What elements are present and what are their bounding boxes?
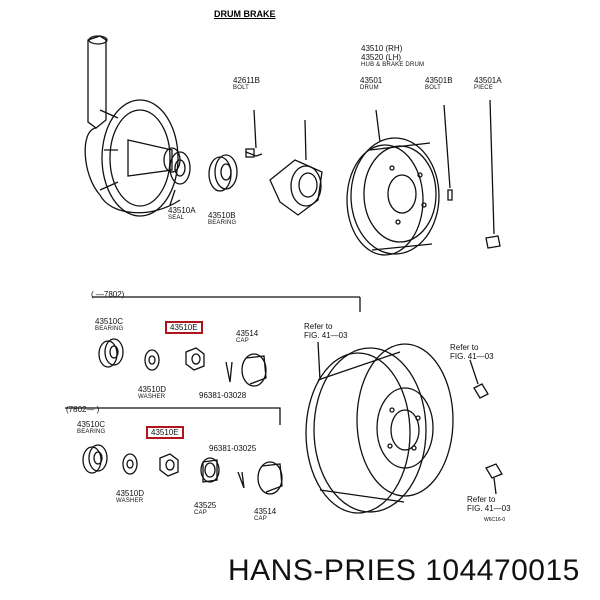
part-number: 43501	[360, 76, 383, 85]
cap-43525	[200, 457, 220, 483]
part-desc: BOLT	[425, 85, 442, 91]
figure-code: W6C16-0	[484, 517, 506, 523]
nut-43510e-bottom	[159, 453, 179, 477]
part-desc: BEARING	[208, 220, 237, 226]
refer-to-note-wheel: Refer to FIG. 41—03	[304, 322, 348, 340]
pin-96381-bottom	[237, 471, 245, 489]
part-desc: BEARING	[77, 429, 106, 435]
wheel-nut-bottom	[485, 463, 503, 495]
refer-line2: FIG. 41—03	[304, 331, 348, 340]
label-43514-bottom: 43514 CAP	[254, 507, 276, 523]
refer-line1: Refer to	[304, 322, 333, 331]
cap-43514-bottom	[257, 461, 283, 495]
label-43510b: 43510B BEARING	[208, 211, 236, 227]
bolt-42611b	[245, 109, 263, 158]
part-number: 43525	[194, 501, 217, 510]
pin-96381-top	[225, 361, 233, 383]
bearing-43510b	[208, 154, 238, 192]
brake-drum	[346, 109, 440, 256]
refer-line2: FIG. 41—03	[450, 352, 494, 361]
part-desc: CAP	[194, 510, 207, 516]
backing-plate-assembly	[84, 35, 191, 217]
part-number: 43514	[236, 329, 259, 338]
part-number-43520: 43520 (LH)	[361, 53, 402, 62]
part-desc: CAP	[236, 338, 249, 344]
part-desc: CAP	[254, 516, 267, 522]
part-desc: SEAL	[168, 215, 185, 221]
refer-line1: Refer to	[450, 343, 479, 352]
range-bracket-top	[92, 296, 361, 312]
part-desc: WASHER	[138, 394, 166, 400]
part-number: 43510B	[208, 211, 236, 220]
bearing-43510c-bottom	[82, 444, 108, 474]
hub-flange	[269, 119, 323, 216]
label-42611b: 42611B BOLT	[233, 76, 260, 92]
ref-leader-wheel	[317, 341, 321, 381]
label-pin-top: 96381-03028	[199, 391, 247, 400]
part-desc: BOLT	[233, 85, 250, 91]
label-43510a: 43510A SEAL	[168, 206, 196, 222]
refer-line1: Refer to	[467, 495, 496, 504]
part-number: 43510A	[168, 206, 196, 215]
part-desc: PIECE	[474, 85, 494, 91]
label-43510-hub: 43510 (RH) 43520 (LH) HUB & BRAKE DRUM	[361, 44, 424, 69]
part-desc-hub: HUB & BRAKE DRUM	[361, 62, 425, 68]
part-number: 43510D	[116, 489, 145, 498]
footer-caption: HANS-PRIES 104470015	[228, 554, 580, 587]
label-43514-top: 43514 CAP	[236, 329, 258, 345]
part-number: 42611B	[233, 76, 260, 85]
label-43510d-top: 43510D WASHER	[138, 385, 166, 401]
label-43510d-bottom: 43510D WASHER	[116, 489, 144, 505]
washer-43510d-top	[144, 349, 160, 371]
part-number: 43510D	[138, 385, 167, 394]
diagram-title: DRUM BRAKE	[214, 9, 276, 19]
wheel-nut-top	[469, 359, 489, 399]
part-desc: BEARING	[95, 326, 124, 332]
part-number-43510: 43510 (RH)	[361, 44, 403, 53]
refer-to-note-nut-bottom: Refer to FIG. 41—03	[467, 495, 511, 513]
part-number: 43510C	[77, 420, 106, 429]
part-desc: WASHER	[116, 498, 144, 504]
bolt-43501b	[443, 104, 453, 201]
label-43510e-bottom: 43510E	[146, 426, 184, 439]
label-pin-bottom: 96381-03025	[209, 444, 257, 453]
cap-43514-top	[241, 353, 267, 387]
highlighted-part-number: 43510E	[165, 321, 203, 334]
highlighted-part-number: 43510E	[146, 426, 184, 439]
refer-line2: FIG. 41—03	[467, 504, 511, 513]
part-number: 43501A	[474, 76, 502, 85]
piece-43501a	[485, 99, 501, 249]
label-43525: 43525 CAP	[194, 501, 216, 517]
label-43501: 43501 DRUM	[360, 76, 382, 92]
label-43510c-bottom: 43510C BEARING	[77, 420, 105, 436]
part-number: 43510C	[95, 317, 124, 326]
refer-to-note-nut-top: Refer to FIG. 41—03	[450, 343, 494, 361]
part-desc: DRUM	[360, 85, 379, 91]
part-number: 43514	[254, 507, 277, 516]
nut-43510e-top	[185, 347, 205, 371]
label-43501b: 43501B BOLT	[425, 76, 453, 92]
label-43510c-top: 43510C BEARING	[95, 317, 123, 333]
range-bracket-bottom	[65, 407, 281, 425]
range-label-bottom: (7802— )	[66, 405, 100, 414]
range-label-top: ( —7802)	[91, 290, 125, 299]
label-43510e-top: 43510E	[165, 321, 203, 334]
part-number: 43501B	[425, 76, 453, 85]
road-wheel	[305, 343, 454, 514]
bearing-43510c-top	[98, 338, 124, 368]
washer-43510d-bottom	[122, 453, 138, 475]
label-43501a: 43501A PIECE	[474, 76, 502, 92]
